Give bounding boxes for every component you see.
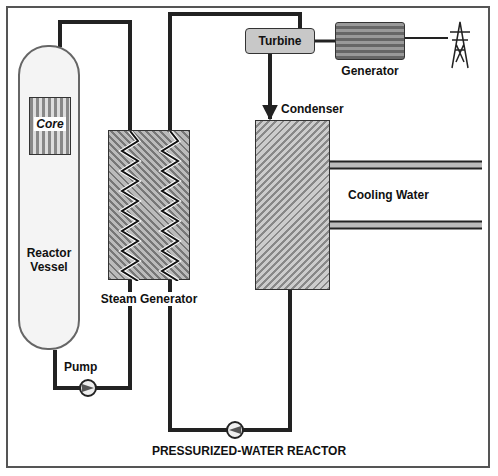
node-label: Steam Generator (79, 293, 219, 307)
caption: PRESSURIZED-WATER REACTOR (0, 444, 498, 458)
reactor-core: Core (29, 97, 71, 155)
node-label: Turbine (246, 35, 314, 49)
cooling-water-label: Cooling Water (346, 188, 431, 202)
pylon-icon (450, 22, 470, 68)
condenser: Condenser (255, 120, 330, 290)
pump-symbol (227, 422, 243, 438)
node-label: Condenser (281, 103, 344, 117)
turbine-shaft (315, 40, 335, 43)
generator: Generator (335, 22, 405, 60)
steam-generator: Steam Generator (108, 130, 190, 280)
turbine: Turbine (245, 28, 315, 54)
heat-exchanger-tubes (109, 131, 191, 281)
power-line (405, 37, 448, 39)
pump-symbol (80, 380, 96, 396)
node-label: Core (30, 118, 70, 132)
pipe-connector (268, 54, 272, 119)
node-label: Reactor Vessel (20, 247, 78, 275)
reactor-vessel: Reactor Vessel Core (18, 45, 80, 350)
node-label: Generator (326, 65, 414, 79)
pump-label: Pump (62, 360, 99, 374)
